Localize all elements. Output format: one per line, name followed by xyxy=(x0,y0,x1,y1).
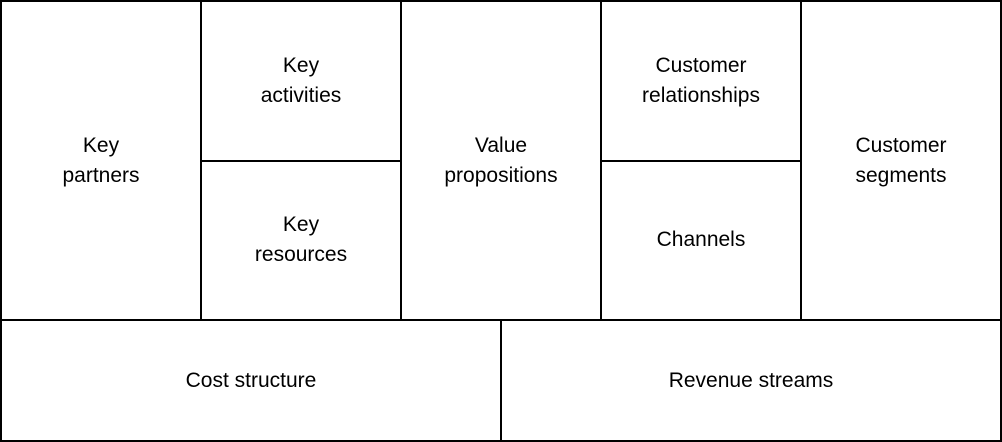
cell-revenue-streams: Revenue streams xyxy=(502,321,1000,440)
customer-segments-label: Customer segments xyxy=(855,133,947,187)
canvas-top-section: Key partners Key activities Key resource… xyxy=(2,2,1000,319)
key-resources-label: Key resources xyxy=(254,213,348,267)
cell-value-propositions: Value propositions xyxy=(402,2,600,319)
cell-customer-segments: Customer segments xyxy=(802,2,1000,319)
cell-channels: Channels xyxy=(602,161,800,319)
value-propositions-label: Value propositions xyxy=(444,133,558,187)
cell-key-resources: Key resources xyxy=(202,161,400,319)
cell-cost-structure: Cost structure xyxy=(2,321,500,440)
key-partners-label: Key partners xyxy=(62,133,140,187)
key-activities-label: Key activities xyxy=(260,53,342,107)
cell-customer-relationships: Customer relationships xyxy=(602,2,800,160)
cost-structure-label: Cost structure xyxy=(185,368,317,392)
customer-relationships-label: Customer relationships xyxy=(642,53,760,107)
cell-key-activities: Key activities xyxy=(202,2,400,160)
canvas-bottom-section: Cost structure Revenue streams xyxy=(2,321,1000,440)
cell-key-partners: Key partners xyxy=(2,2,200,319)
channels-label: Channels xyxy=(656,228,746,252)
revenue-streams-label: Revenue streams xyxy=(668,368,834,392)
